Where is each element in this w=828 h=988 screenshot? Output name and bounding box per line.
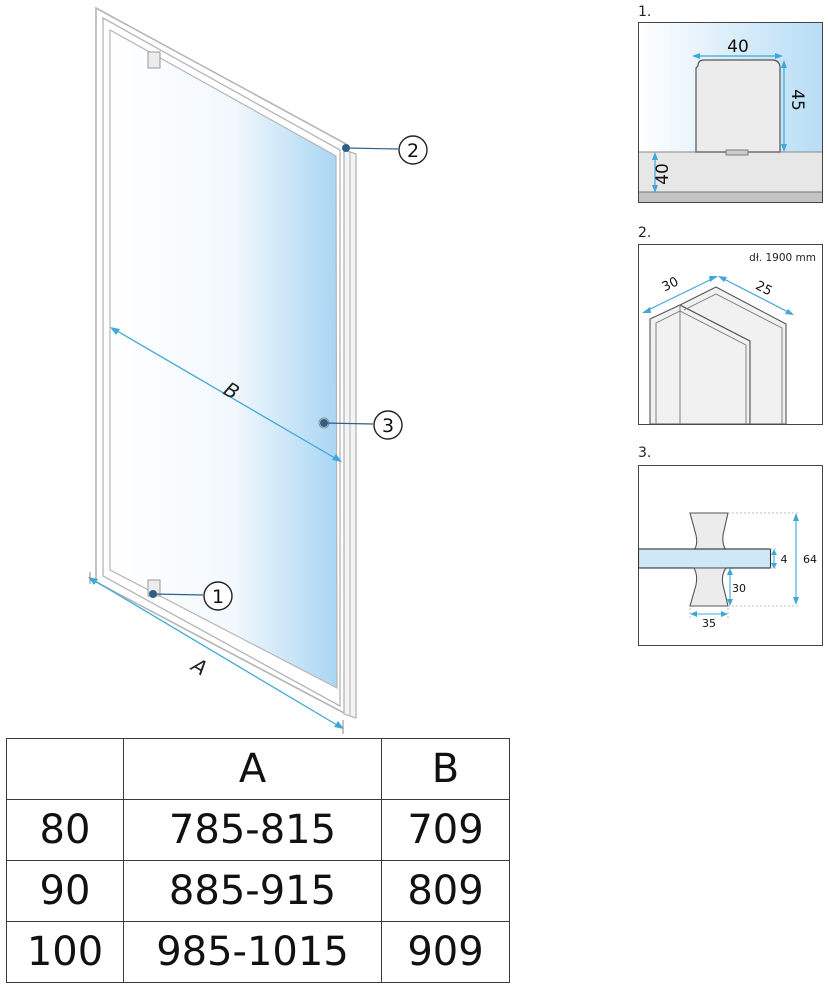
svg-text:2: 2 [407, 140, 419, 162]
glass-panel [110, 30, 337, 688]
svg-text:1: 1 [212, 586, 224, 608]
door-diagram: B A 2 3 1 [88, 6, 428, 734]
table-row: 100 985-1015 909 [6, 921, 510, 983]
callout-3: 3 [320, 410, 403, 440]
detail-3-dim-35: 35 [702, 617, 716, 630]
callout-2: 2 [342, 135, 428, 165]
detail-3-panel: 4 64 30 35 [638, 465, 823, 646]
door-frame [95, 6, 357, 719]
detail-3-dim-4: 4 [781, 553, 788, 566]
detail-1-panel: 40 45 40 [638, 22, 823, 203]
dimension-b-line [110, 327, 342, 462]
detail-2-panel: dł. 1900 mm 30 25 [638, 244, 823, 425]
table-cell: 885-915 [123, 860, 382, 922]
dimension-a-label: A [186, 652, 212, 681]
table-cell: 909 [381, 921, 510, 983]
table-cell: 809 [381, 860, 510, 922]
detail-3-dim-30: 30 [732, 582, 746, 595]
dimension-a-line [88, 572, 344, 734]
detail-3-dim-64: 64 [803, 553, 817, 566]
detail-3-label: 3. [638, 445, 652, 461]
table-cell: 80 [6, 799, 124, 861]
table-header-cell: A [123, 738, 382, 800]
table-cell: 985-1015 [123, 921, 382, 983]
detail-1-label: 1. [638, 4, 652, 20]
table-cell: 90 [6, 860, 124, 922]
table-cell: 100 [6, 921, 124, 983]
callout-1: 1 [149, 581, 233, 611]
table-header-cell [6, 738, 124, 800]
table-row: 80 785-815 709 [6, 799, 510, 861]
detail-1-dim-width: 40 [727, 37, 749, 57]
dimension-table: A B 80 785-815 709 90 885-915 809 100 98… [6, 738, 510, 983]
table-header-cell: B [381, 738, 510, 800]
detail-2-label: 2. [638, 225, 652, 241]
detail-2-dim-30: 30 [660, 274, 681, 295]
table-cell: 709 [381, 799, 510, 861]
detail-2-dim-25: 25 [753, 278, 775, 299]
detail-1-dim-base: 40 [653, 163, 673, 185]
top-hinge [147, 51, 161, 69]
detail-1-dim-height: 45 [787, 89, 807, 111]
table-row: 90 885-915 809 [6, 860, 510, 922]
svg-text:3: 3 [382, 415, 394, 437]
detail-2-length-note: dł. 1900 mm [749, 252, 816, 264]
table-header-row: A B [6, 738, 510, 800]
table-cell: 785-815 [123, 799, 382, 861]
